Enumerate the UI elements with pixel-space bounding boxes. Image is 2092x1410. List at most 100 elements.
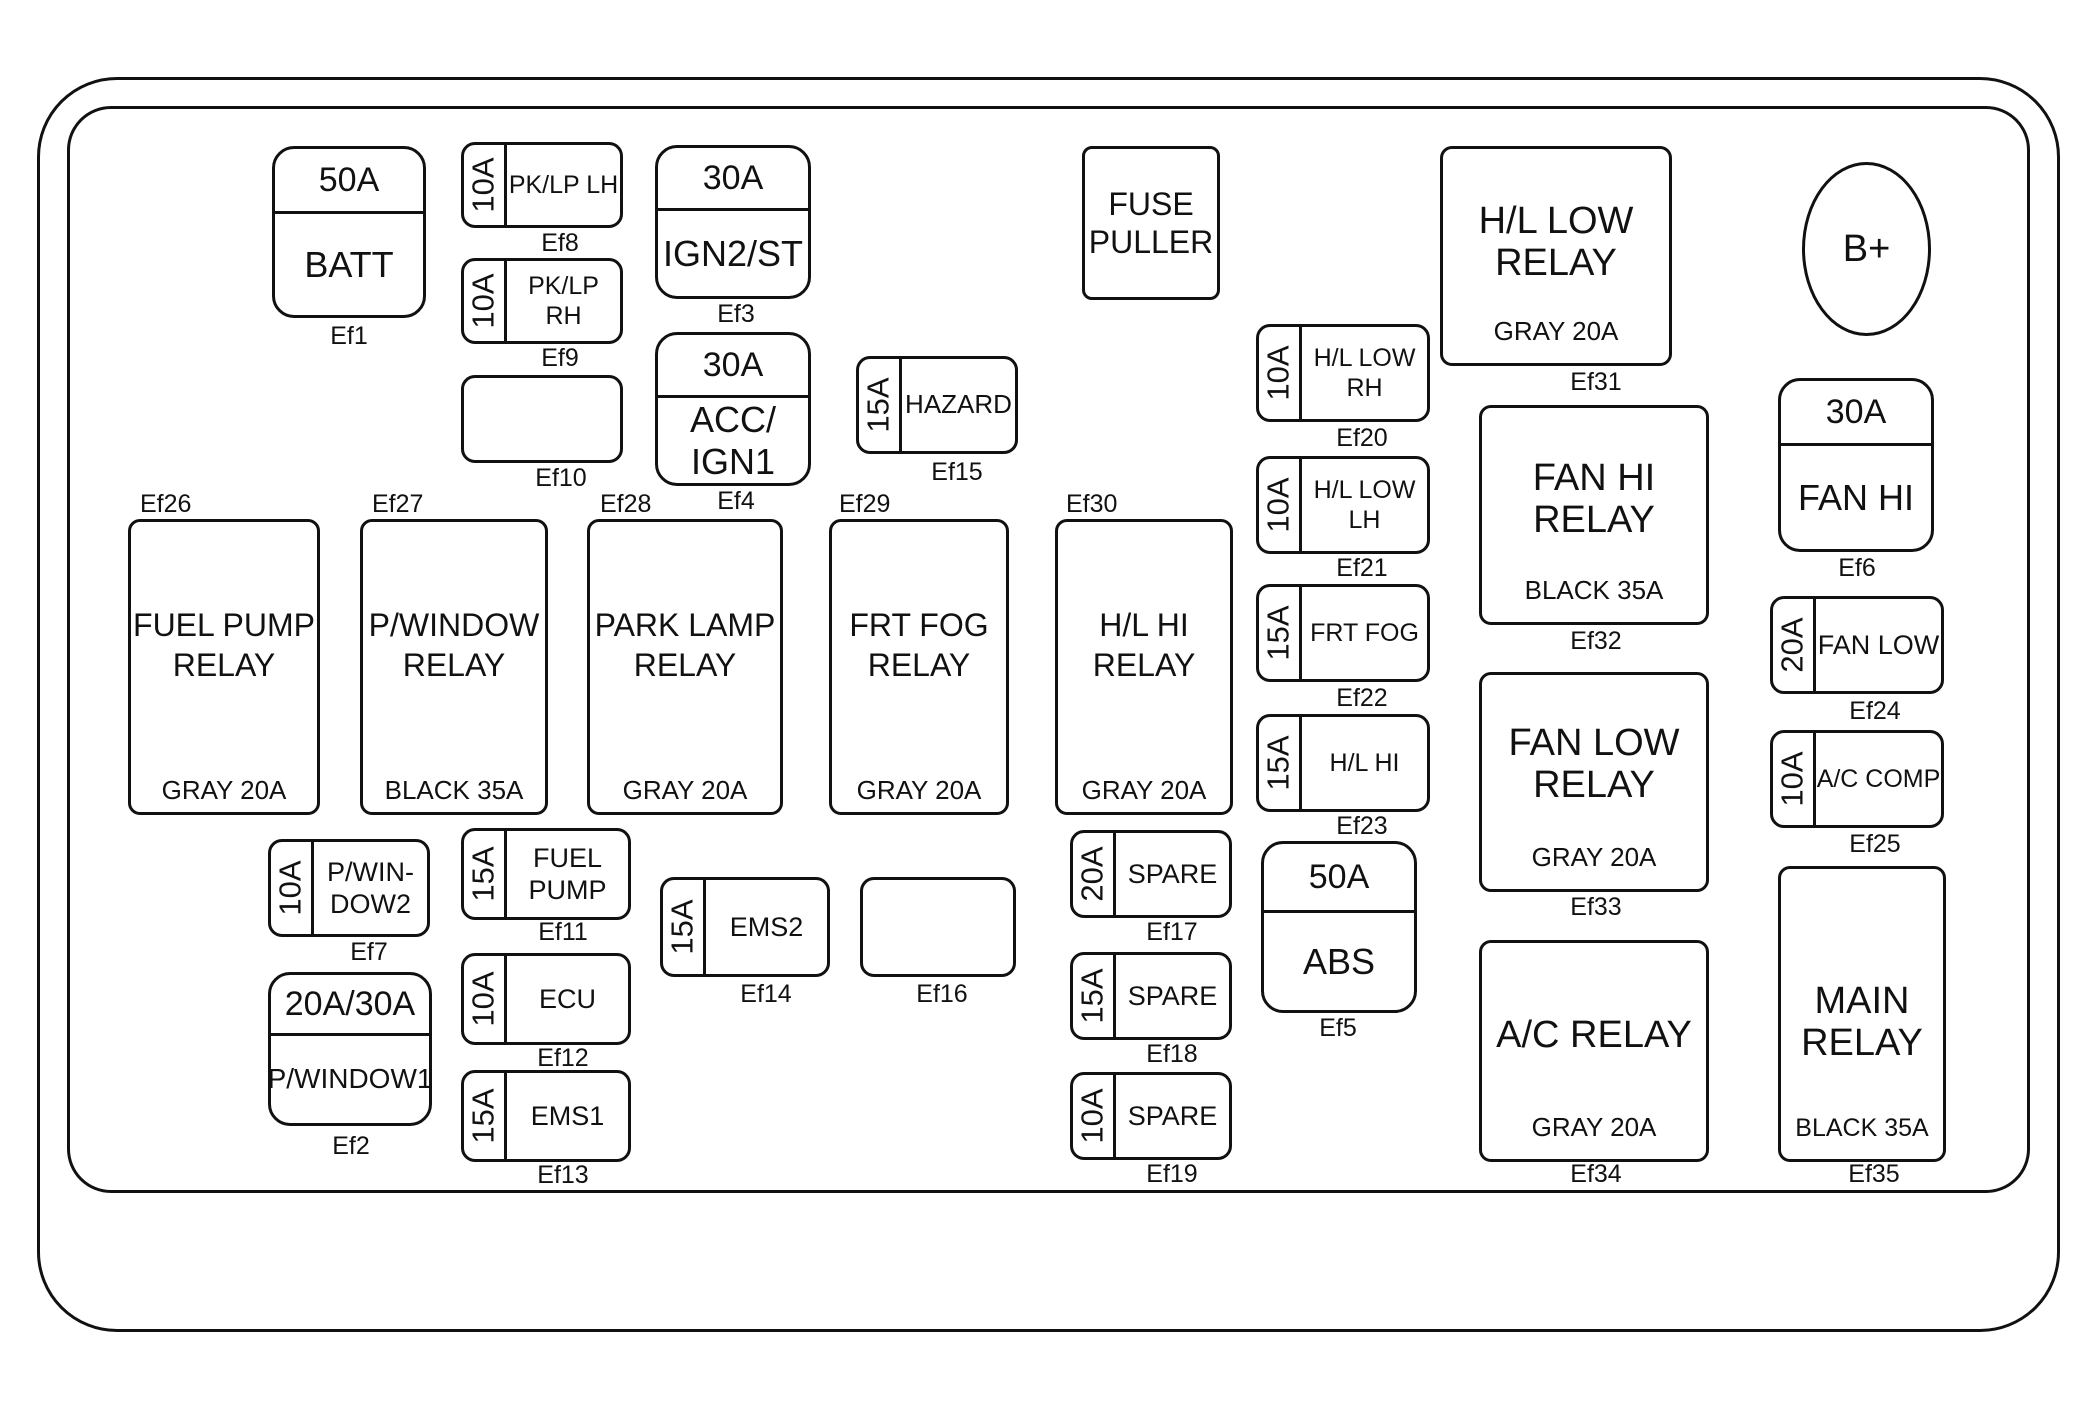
fuse-rating: 10A <box>464 145 507 225</box>
relay-id: Ef32 <box>1570 627 1622 655</box>
fuse-id: Ef11 <box>538 918 588 946</box>
relay-ef31: H/L LOW RELAY GRAY 20A <box>1440 146 1672 366</box>
fuse-circuit: ABS <box>1302 940 1376 982</box>
fuse-id: Ef1 <box>330 322 368 350</box>
fuse-rating: 15A <box>663 880 706 974</box>
relay-id: Ef31 <box>1570 368 1622 396</box>
relay-name: MAIN RELAY <box>1801 980 1923 1064</box>
fuse-id: Ef4 <box>717 487 755 515</box>
relay-name: H/L HI RELAY <box>1092 607 1196 683</box>
relay-name: FUEL PUMP RELAY <box>133 607 315 683</box>
fuse-circuit: SPARE <box>1127 1100 1218 1131</box>
fuse-circuit: PK/LP RH <box>528 272 599 330</box>
fuse-ef21: 10A H/L LOW LH <box>1256 456 1430 554</box>
fuse-ef11: 15A FUEL PUMP <box>461 828 631 920</box>
fuse-ef25: 10A A/C COMP <box>1770 730 1944 828</box>
fuse-rating: 10A <box>1259 327 1302 419</box>
relay-name: FAN LOW RELAY <box>1508 722 1680 806</box>
fuse-ef19: 10A SPARE <box>1070 1072 1232 1160</box>
fuse-circuit: PK/LP LH <box>508 171 619 199</box>
fuse-circuit: H/L HI <box>1329 749 1400 777</box>
fuse-id: Ef5 <box>1319 1014 1357 1042</box>
fuse-ef20: 10A H/L LOW RH <box>1256 324 1430 422</box>
fuse-rating: 20A/30A <box>271 975 429 1036</box>
fuse-id: Ef19 <box>1146 1160 1198 1188</box>
fuse-rating: 15A <box>464 831 507 917</box>
fuse-rating: 50A <box>1264 844 1414 913</box>
fuse-circuit: EMS2 <box>729 911 804 942</box>
fuse-ef18: 15A SPARE <box>1070 952 1232 1040</box>
fuse-circuit: P/WIN- DOW2 <box>327 856 414 919</box>
fuse-ef23: 15A H/L HI <box>1256 714 1430 812</box>
relay-ef26: FUEL PUMP RELAY GRAY 20A <box>128 519 320 815</box>
fuse-circuit: FUEL PUMP <box>528 842 607 905</box>
relay-id: Ef26 <box>140 490 192 518</box>
fuse-circuit: FAN HI <box>1797 476 1914 518</box>
fuse-id: Ef25 <box>1849 830 1901 858</box>
fuse-circuit: ACC/ IGN1 <box>689 399 776 482</box>
relay-ef33: FAN LOW RELAY GRAY 20A <box>1479 672 1709 892</box>
relay-id: Ef28 <box>600 490 652 518</box>
fuse-puller: FUSE PULLER <box>1082 146 1220 300</box>
relay-name: H/L LOW RELAY <box>1478 200 1634 284</box>
relay-spec: GRAY 20A <box>161 775 287 805</box>
fuse-rating: 15A <box>1073 955 1116 1037</box>
fuse-circuit: ECU <box>538 983 596 1014</box>
fuse-rating: 15A <box>464 1073 507 1159</box>
fuse-id: Ef7 <box>350 938 388 966</box>
fuse-circuit: A/C COMP <box>1816 765 1941 793</box>
fuse-id: Ef6 <box>1838 554 1876 582</box>
fuse-id: Ef13 <box>537 1161 589 1189</box>
relay-ef30: H/L HI RELAY GRAY 20A <box>1055 519 1233 815</box>
relay-id: Ef27 <box>372 490 424 518</box>
fuse-circuit: SPARE <box>1127 980 1218 1011</box>
fuse-ef15: 15A HAZARD <box>856 356 1018 454</box>
fuse-rating: 10A <box>464 261 507 341</box>
fuse-rating: 15A <box>1259 587 1302 679</box>
fuse-box-outer-housing <box>37 77 2060 1332</box>
relay-name: FAN HI RELAY <box>1532 457 1656 541</box>
relay-spec: GRAY 20A <box>856 775 982 805</box>
relay-ef27: P/WINDOW RELAY BLACK 35A <box>360 519 548 815</box>
relay-id: Ef35 <box>1848 1160 1900 1188</box>
relay-ef32: FAN HI RELAY BLACK 35A <box>1479 405 1709 625</box>
fuse-circuit: HAZARD <box>905 389 1012 420</box>
fuse-ef3: 30A IGN2/ST <box>655 145 811 299</box>
fuse-slot-ef10-empty <box>461 375 623 463</box>
fuse-id: Ef22 <box>1336 684 1388 712</box>
fuse-ef5: 50A ABS <box>1261 841 1417 1013</box>
fuse-ef4: 30A ACC/ IGN1 <box>655 332 811 486</box>
fuse-rating: 10A <box>1773 733 1816 825</box>
fuse-ef7: 10A P/WIN- DOW2 <box>268 839 430 937</box>
relay-ef34: A/C RELAY GRAY 20A <box>1479 940 1709 1162</box>
fuse-ef22: 15A FRT FOG <box>1256 584 1430 682</box>
relay-spec: GRAY 20A <box>1531 1112 1657 1142</box>
relay-spec: GRAY 20A <box>1493 316 1619 346</box>
fuse-id: Ef24 <box>1849 697 1901 725</box>
fuse-id: Ef17 <box>1146 918 1198 946</box>
battery-terminal: B+ <box>1802 162 1931 336</box>
fuse-circuit: IGN2/ST <box>662 232 804 274</box>
relay-id: Ef29 <box>839 490 891 518</box>
fuse-id: Ef14 <box>740 980 792 1008</box>
fuse-ef6: 30A FAN HI <box>1778 378 1934 552</box>
fuse-id: Ef9 <box>541 344 579 372</box>
fuse-rating: 50A <box>275 149 423 214</box>
fuse-rating: 30A <box>658 335 808 398</box>
fuse-circuit: H/L LOW RH <box>1313 344 1416 402</box>
fuse-id: Ef2 <box>332 1132 370 1160</box>
fuse-id: Ef16 <box>916 980 968 1008</box>
fuse-circuit: EMS1 <box>530 1100 605 1131</box>
fuse-circuit: FRT FOG <box>1310 619 1419 647</box>
relay-ef35: MAIN RELAY BLACK 35A <box>1778 866 1946 1162</box>
relay-id: Ef33 <box>1570 893 1622 921</box>
fuse-id: Ef12 <box>537 1044 589 1072</box>
fuse-rating: 10A <box>1073 1075 1116 1157</box>
fuse-ef24: 20A FAN LOW <box>1770 596 1944 694</box>
fuse-rating: 10A <box>271 842 314 934</box>
fuse-id: Ef15 <box>931 458 983 486</box>
relay-ef29: FRT FOG RELAY GRAY 20A <box>829 519 1009 815</box>
fuse-rating: 20A <box>1073 833 1116 915</box>
relay-name: FRT FOG RELAY <box>849 607 989 683</box>
relay-id: Ef34 <box>1570 1160 1622 1188</box>
